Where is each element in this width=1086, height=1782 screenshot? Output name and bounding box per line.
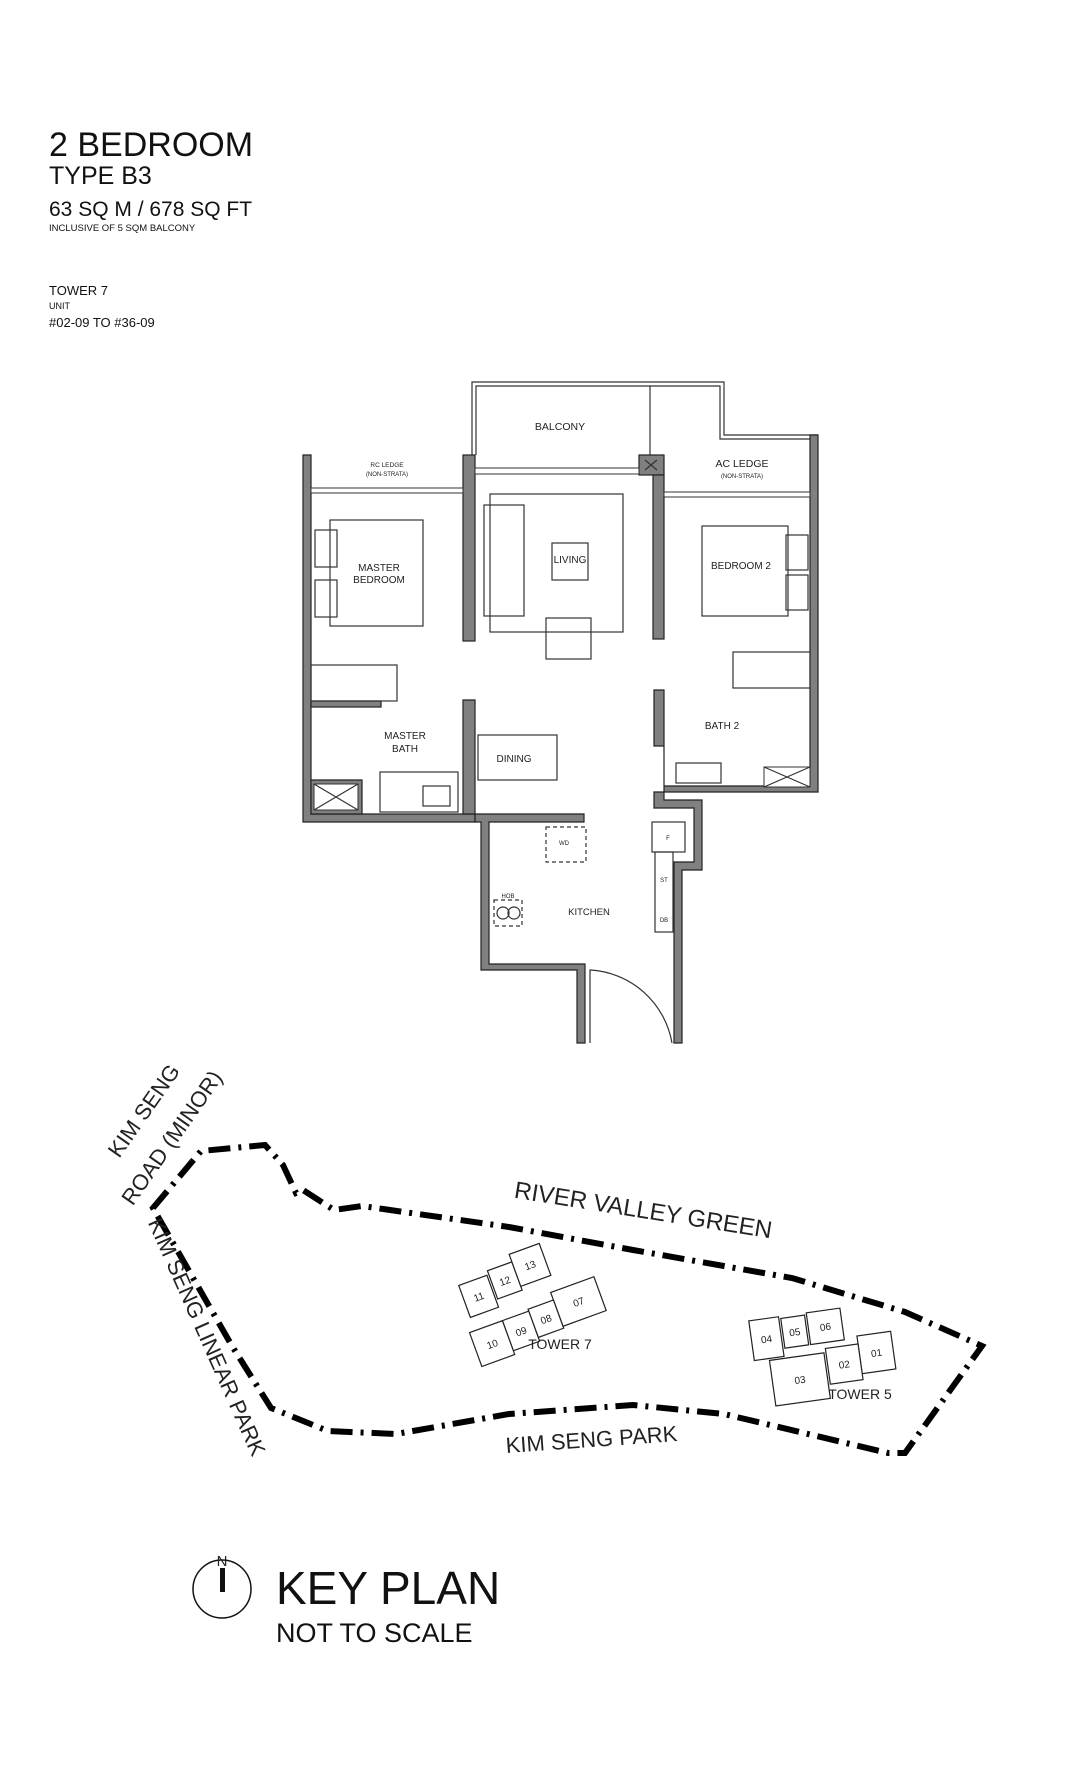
- unit-number: 08: [539, 1313, 554, 1327]
- hob-label: HOB: [501, 894, 514, 900]
- site-boundary: [149, 1141, 987, 1456]
- kim-seng-park-label: KIM SENG PARK: [505, 1421, 679, 1458]
- room-label-master-bath: MASTER: [384, 731, 426, 742]
- unit-area: 63 SQ M / 678 SQ FT: [49, 198, 253, 221]
- unit-block-05: [780, 1314, 810, 1349]
- unit-block-04: [748, 1316, 785, 1362]
- store-label: ST: [660, 878, 668, 884]
- rc-ledge-label: RC LEDGE: [370, 462, 404, 469]
- unit-number: 03: [794, 1375, 807, 1388]
- room-label-living: LIVING: [554, 555, 587, 566]
- tower-7-label: TOWER 7: [528, 1336, 592, 1352]
- linear-park-label: KIM SENG LINEAR PARK: [143, 1214, 271, 1460]
- unit-number: 04: [760, 1334, 773, 1347]
- key-plan-subtitle: NOT TO SCALE: [276, 1618, 473, 1648]
- room-label-dining: DINING: [497, 754, 532, 765]
- rc-ledge-note: (NON-STRATA): [366, 472, 408, 478]
- ac-ledge-label: AC LEDGE: [715, 458, 768, 470]
- ac-ledge-note: (NON-STRATA): [721, 474, 763, 480]
- unit-type-code: TYPE B3: [49, 162, 152, 190]
- unit-number: 05: [789, 1327, 802, 1340]
- north-label: N: [217, 1553, 228, 1570]
- tower-7-footprint: 11 12 13 07 08 09 10: [457, 1242, 607, 1368]
- room-label-balcony: BALCONY: [535, 421, 585, 433]
- unit-block-06: [805, 1307, 846, 1346]
- unit-label: UNIT: [49, 301, 70, 311]
- room-label-kitchen: KITCHEN: [568, 907, 610, 918]
- unit-block-11: [457, 1274, 500, 1319]
- unit-block-02: [824, 1343, 864, 1385]
- room-label-master-bath-2: BATH: [392, 744, 418, 755]
- unit-number: 02: [838, 1359, 851, 1372]
- unit-number: 07: [572, 1296, 587, 1310]
- unit-number: 13: [523, 1259, 538, 1273]
- room-label-bath-2: BATH 2: [705, 721, 740, 732]
- unit-block-10: [468, 1319, 516, 1368]
- unit-number: 01: [870, 1348, 883, 1361]
- unit-number: 06: [819, 1322, 832, 1335]
- tower-label: TOWER 7: [49, 283, 108, 298]
- unit-number: 11: [472, 1291, 486, 1305]
- room-label-master-bedroom: MASTER: [358, 563, 400, 574]
- key-plan-title: KEY PLAN: [276, 1562, 501, 1614]
- area-note: INCLUSIVE OF 5 SQM BALCONY: [49, 223, 196, 234]
- unit-number: 09: [514, 1325, 529, 1339]
- room-label-master-bedroom-2: BEDROOM: [353, 575, 405, 586]
- key-plan: KIM SENG ROAD (MINOR) KIM SENG LINEAR PA…: [103, 1059, 987, 1619]
- fridge-label: F: [666, 836, 670, 842]
- tower-5-label: TOWER 5: [828, 1386, 892, 1402]
- north-arrow-icon: [192, 1559, 252, 1619]
- unit-number: 10: [486, 1338, 501, 1352]
- db-label: DB: [660, 918, 668, 924]
- unit-block-13: [508, 1242, 552, 1288]
- tower-5-footprint: 04 05 06 01 02 03: [748, 1307, 897, 1407]
- unit-block-03: [768, 1352, 832, 1407]
- room-label-bedroom-2: BEDROOM 2: [711, 561, 771, 572]
- wall: [302, 454, 476, 823]
- unit-number: 12: [498, 1275, 513, 1289]
- unit-range: #02-09 TO #36-09: [49, 315, 155, 330]
- wd-label: WD: [559, 841, 570, 847]
- unit-type-title: 2 BEDROOM: [49, 126, 254, 164]
- balcony-outline: [471, 381, 818, 455]
